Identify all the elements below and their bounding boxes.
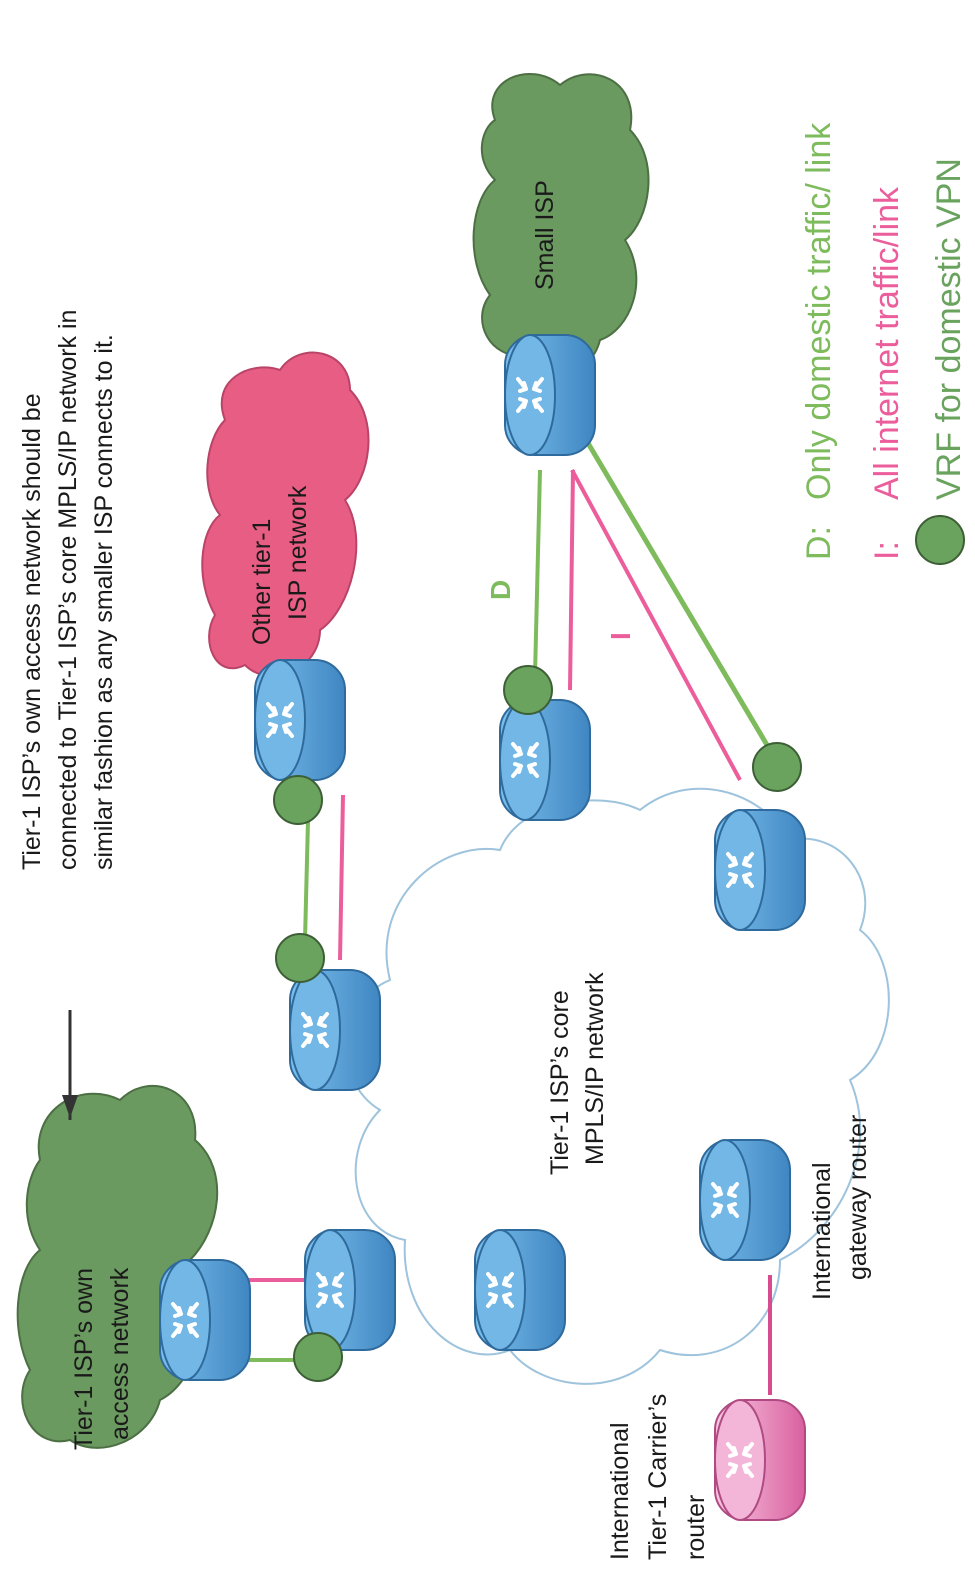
core-label-1: Tier-1 ISP’s core: [546, 990, 574, 1175]
legend-text-domestic: Only domestic traffic/ link: [800, 122, 838, 500]
arrow-head-icon: [62, 1095, 78, 1118]
internet-link: [568, 469, 575, 691]
router-core-4: [499, 699, 591, 821]
router-intl-gateway: [699, 1139, 791, 1261]
router-other-tier1: [254, 659, 346, 781]
vrf-dot: [503, 665, 553, 715]
other-tier1-label-1: Other tier-1: [248, 519, 276, 645]
vrf-dot: [293, 1332, 343, 1382]
other-tier1-cloud: Other tier-1 ISP network: [201, 351, 370, 677]
router-core-1: [304, 1229, 396, 1351]
intl-carrier-label-2: Tier-1 Carrier’s: [644, 1394, 672, 1560]
legend-vrf-dot-icon: [915, 515, 965, 565]
legend-text-internet: All internet traffic/link: [868, 186, 906, 500]
svg-text:access network: access network: [106, 1267, 134, 1440]
domestic-link: [303, 819, 310, 941]
router-core-5: [714, 809, 806, 931]
intl-carrier-label-3: router: [682, 1495, 710, 1560]
internet-link: [570, 469, 742, 781]
router-intl-carrier: [714, 1399, 806, 1521]
links: [245, 436, 773, 1395]
internet-link-label: I: [605, 632, 636, 640]
domestic-link-label: D: [485, 580, 516, 600]
title-line-1: Tier-1 ISP’s own access network should b…: [18, 393, 46, 870]
domestic-link: [533, 469, 542, 676]
legend-text-vrf: VRF for domestic VPN: [930, 158, 968, 500]
vrf-dot: [275, 933, 325, 983]
own-access-label-1: Tier-1 ISP’s own: [70, 1268, 98, 1450]
router-core-2: [474, 1229, 566, 1351]
legend-key-domestic: D:: [800, 526, 838, 560]
svg-text:Tier-1 ISP’s own: Tier-1 ISP’s own: [70, 1268, 98, 1450]
own-access-label-2: access network: [106, 1267, 134, 1440]
intl-gateway-label-1: International: [808, 1162, 836, 1300]
small-isp-cloud: Small ISP: [472, 73, 650, 376]
vrf-dot: [752, 742, 802, 792]
intl-carrier-label-1: International: [606, 1422, 634, 1560]
router-core-3: [289, 969, 381, 1091]
core-label-2: MPLS/IP network: [581, 972, 609, 1165]
title-line-2: connected to Tier-1 ISP’s core MPLS/IP n…: [54, 310, 82, 870]
router-small-isp: [504, 334, 596, 456]
title-note: Tier-1 ISP’s own access network should b…: [18, 310, 118, 1120]
domestic-link: [582, 436, 773, 752]
legend: D: Only domestic traffic/ link I: All in…: [800, 122, 968, 565]
vrf-dot: [273, 775, 323, 825]
other-tier1-label-2: ISP network: [284, 485, 312, 620]
internet-link: [338, 794, 345, 961]
core-network-cloud: [346, 787, 890, 1385]
small-isp-label: Small ISP: [531, 180, 559, 290]
legend-key-internet: I:: [868, 541, 906, 560]
routers: [159, 334, 806, 1521]
router-own-access: [159, 1259, 251, 1381]
intl-gateway-label-2: gateway router: [844, 1115, 872, 1280]
vrf-dots: [273, 665, 802, 1382]
title-line-3: similar fashion as any smaller ISP conne…: [90, 334, 118, 870]
